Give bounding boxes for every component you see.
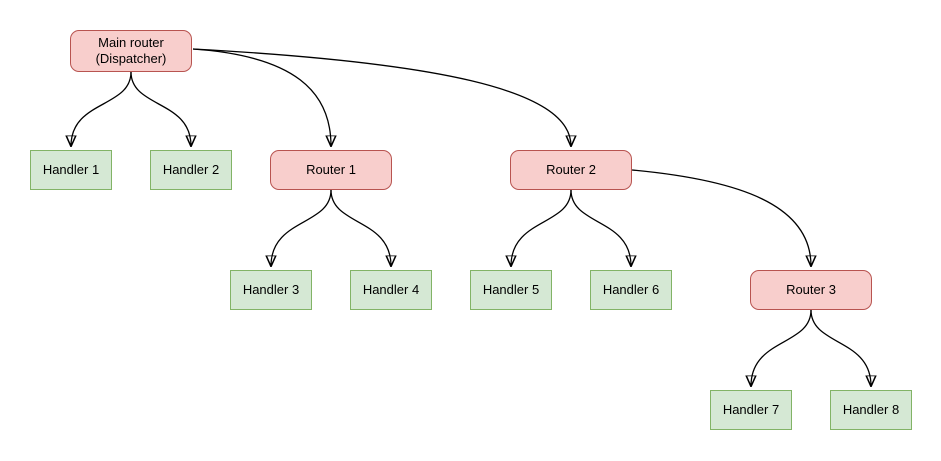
edge-router3-to-handler7 — [751, 309, 812, 386]
node-router-3: Router 3 — [750, 270, 872, 310]
edge-router3-to-handler8 — [810, 309, 871, 386]
node-router-1: Router 1 — [270, 150, 392, 190]
node-router-2: Router 2 — [510, 150, 632, 190]
edge-main-to-router1 — [192, 48, 331, 146]
node-handler-2: Handler 2 — [150, 150, 232, 190]
edge-router2-to-handler6 — [570, 189, 631, 266]
node-handler-5: Handler 5 — [470, 270, 552, 310]
node-handler-8: Handler 8 — [830, 390, 912, 430]
node-handler-4: Handler 4 — [350, 270, 432, 310]
edge-main-to-handler2 — [130, 71, 191, 146]
edge-main-to-handler1 — [71, 71, 132, 146]
node-main-router: Main router (Dispatcher) — [70, 30, 192, 72]
node-handler-7: Handler 7 — [710, 390, 792, 430]
node-handler-1: Handler 1 — [30, 150, 112, 190]
edge-router1-to-handler4 — [330, 189, 391, 266]
edge-router2-to-router3 — [631, 169, 811, 266]
node-handler-6: Handler 6 — [590, 270, 672, 310]
edge-router1-to-handler3 — [271, 189, 332, 266]
node-handler-3: Handler 3 — [230, 270, 312, 310]
edge-router2-to-handler5 — [511, 189, 572, 266]
edge-main-to-router2 — [192, 48, 571, 146]
